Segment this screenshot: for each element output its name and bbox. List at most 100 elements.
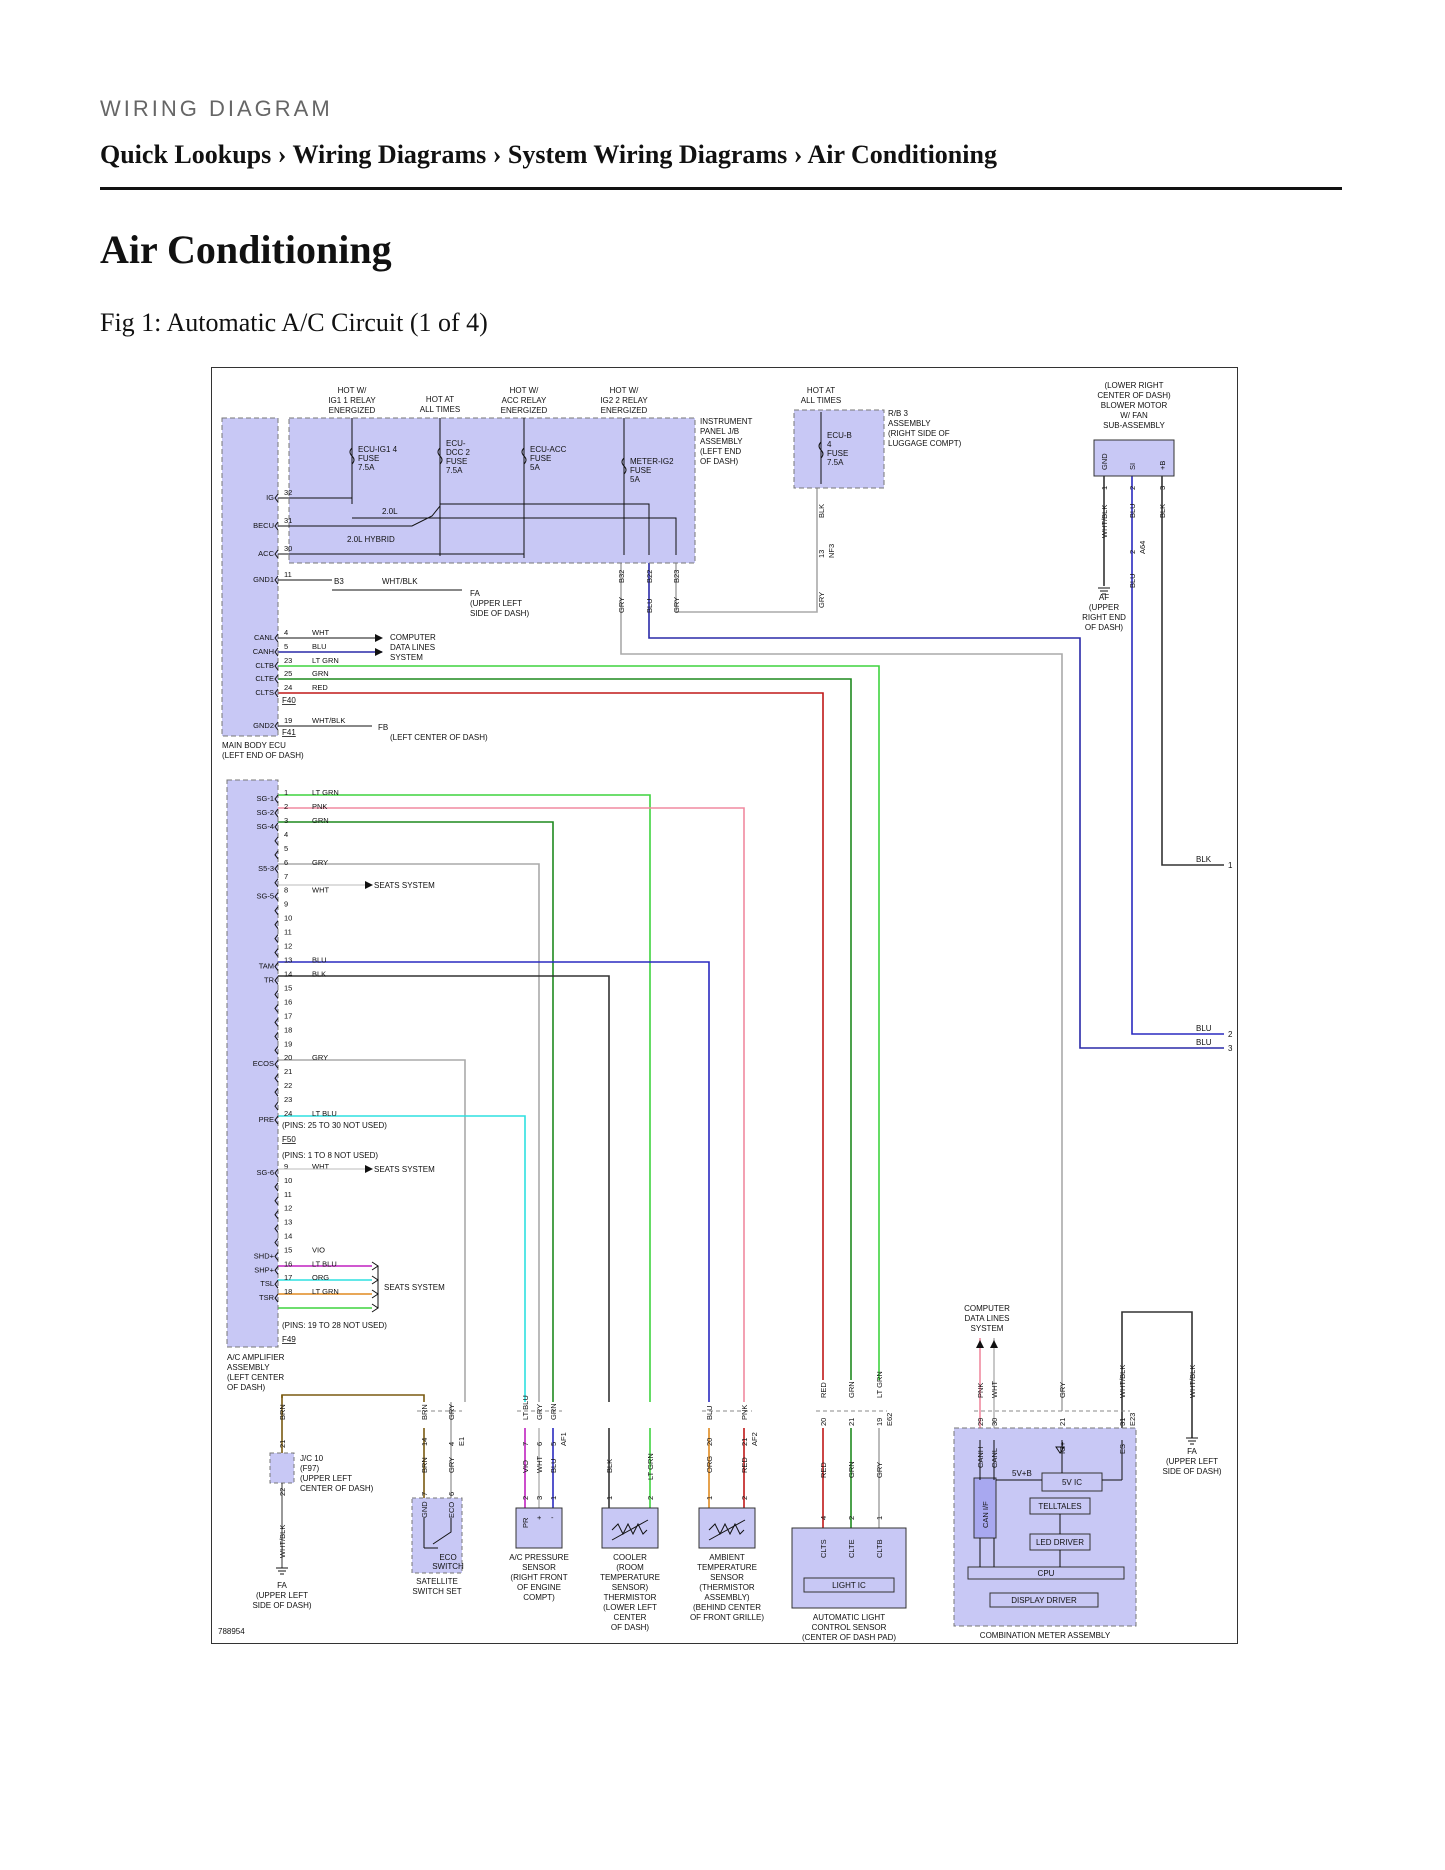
svg-text:CANH: CANH (976, 1447, 985, 1468)
svg-text:1: 1 (605, 1496, 614, 1500)
svg-text:GRY: GRY (817, 592, 826, 608)
wire-s53 (278, 863, 540, 1402)
pin-number: 13 (284, 956, 292, 965)
can-if-block (973, 1477, 997, 1539)
seats-bracket (371, 1261, 379, 1313)
svg-text:IG+: IG+ (1058, 1441, 1067, 1454)
svg-text:1: 1 (875, 1516, 884, 1520)
pin-number: 14 (284, 1232, 292, 1241)
wire-color: GRY (312, 858, 328, 867)
pin-number: 10 (284, 1176, 292, 1185)
pin-name: TAM (259, 962, 274, 971)
svg-text:BLK: BLK (1196, 855, 1212, 864)
connector-pin-mark (274, 1182, 279, 1192)
svg-text:7: 7 (521, 1442, 530, 1446)
pin-number: 12 (284, 1204, 292, 1213)
light-ic (803, 1577, 895, 1593)
connector-pin-mark (274, 549, 279, 559)
svg-text:2: 2 (1228, 1030, 1233, 1039)
breadcrumb-item-system-wiring[interactable]: System Wiring Diagrams (507, 140, 788, 169)
breadcrumb-item-wiring-diagrams[interactable]: Wiring Diagrams (292, 140, 487, 169)
header-divider (100, 187, 1342, 190)
svg-text:21: 21 (847, 1418, 856, 1426)
svg-text:GRY: GRY (875, 1462, 884, 1478)
rb3-assembly (793, 409, 885, 489)
wire-tam (278, 961, 710, 1402)
pin-number: 6 (284, 858, 288, 867)
connector-pin-mark (274, 794, 279, 804)
conn-f50: F50 (282, 1135, 296, 1144)
pin-number: 16 (284, 1259, 292, 1268)
svg-text:BLU: BLU (705, 1405, 714, 1420)
connector-pin-mark (274, 1045, 279, 1055)
connector-pin-mark (274, 1032, 279, 1041)
figure-caption: Fig 1: Automatic A/C Circuit (1 of 4) (100, 308, 488, 337)
eco-switch-icon (423, 1518, 452, 1549)
svg-text:1: 1 (1228, 861, 1233, 870)
connector-pin-mark (274, 962, 279, 971)
5v-ic-block (1041, 1472, 1103, 1492)
breadcrumb-separator: › (492, 140, 502, 169)
conn-f40: F40 (282, 696, 296, 705)
svg-text:7: 7 (420, 1492, 429, 1496)
svg-text:2: 2 (1128, 486, 1137, 490)
connector-pin-mark (274, 1059, 279, 1069)
connector-pin-mark (274, 1293, 279, 1303)
svg-text:RED: RED (819, 1462, 828, 1478)
pin-number: 24 (284, 1109, 292, 1118)
pin-number: 23 (284, 1095, 292, 1104)
wire-color: GRY (312, 1053, 328, 1062)
breadcrumb: Quick Lookups › Wiring Diagrams › System… (100, 140, 997, 170)
svg-text:NF3: NF3 (827, 544, 836, 558)
svg-text:GRY: GRY (672, 597, 681, 613)
meter-texts: PNK WHT GRY WHT/BLK 29 30 21 31 E23 CANH… (976, 1365, 1197, 1468)
svg-text:BLK: BLK (605, 1459, 614, 1473)
svg-text:19: 19 (875, 1418, 884, 1426)
svg-text:31: 31 (1118, 1418, 1127, 1426)
connector-pin-mark (274, 920, 279, 929)
wire-color: WHT (312, 628, 329, 637)
svg-text:4: 4 (447, 1442, 456, 1446)
svg-text:21: 21 (278, 1440, 287, 1448)
svg-text:1: 1 (549, 1496, 558, 1500)
pin-name: CLTS (255, 688, 274, 697)
breadcrumb-item-quick-lookups[interactable]: Quick Lookups (100, 140, 272, 169)
fuses (278, 412, 824, 727)
svg-text:SI: SI (1128, 463, 1137, 470)
connector-pin-mark (274, 575, 279, 585)
svg-text:WHT: WHT (990, 1381, 999, 1398)
connector-pin-mark (274, 892, 279, 902)
svg-text:13: 13 (817, 550, 826, 558)
satellite-texts: BRN GRY 14 4 E1 BRN GRY 7 6 GND ECO (420, 1404, 466, 1518)
jb-terminals: B32 B22 B23 GRY BLU GRY BLK 13 NF3 GRY (617, 504, 836, 613)
connector-pin-mark (274, 521, 279, 531)
svg-text:4: 4 (819, 1516, 828, 1520)
svg-text:GRN: GRN (549, 1403, 558, 1420)
svg-text:21: 21 (1058, 1418, 1067, 1426)
wire-color: PNK (312, 802, 327, 811)
breadcrumb-item-air-conditioning[interactable]: Air Conditioning (807, 140, 997, 169)
connector-pin-mark (274, 633, 279, 643)
svg-text:+B: +B (1158, 461, 1167, 470)
wire-color: VIO (312, 1245, 325, 1254)
breadcrumb-separator: › (793, 140, 803, 169)
pin-number: 17 (284, 1011, 292, 1020)
wire-b23-gry (675, 484, 818, 613)
svg-text:CANL: CANL (990, 1448, 999, 1468)
wire-tr (278, 975, 610, 1402)
jc10-texts: BRN 21 22 WHT/BLK (278, 1404, 287, 1558)
connector-pin-mark (274, 721, 279, 731)
wire-b32-gry (620, 555, 1063, 1411)
pin-number: 11 (284, 570, 292, 579)
pin-number: 23 (284, 656, 292, 665)
wire-blower-b (1161, 466, 1224, 866)
